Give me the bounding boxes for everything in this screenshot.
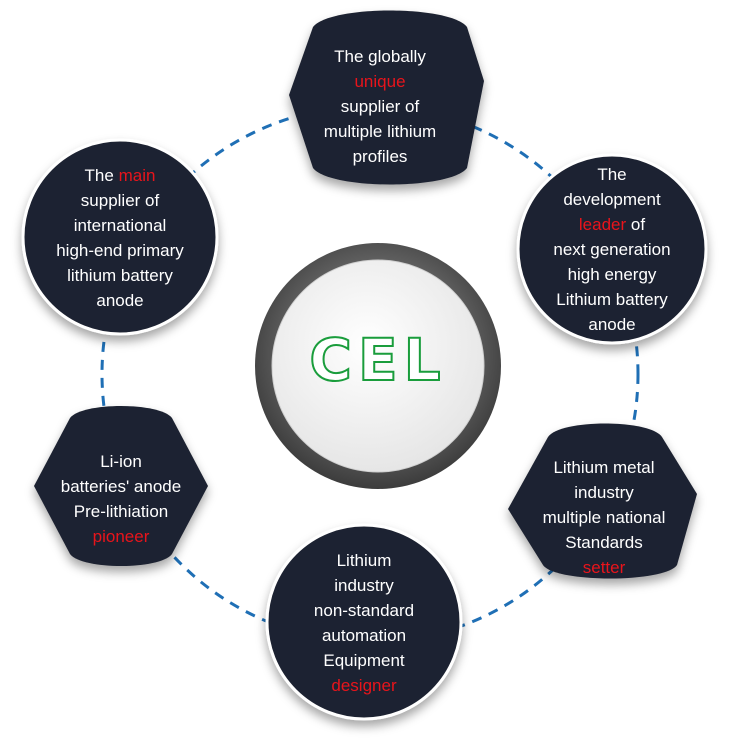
text-segment: Standards	[565, 533, 643, 552]
node-text-line: The globally	[300, 44, 460, 69]
cel-logo: CEL	[308, 325, 447, 395]
text-segment: Lithium battery	[556, 290, 668, 309]
node-shape-bottom	[265, 523, 463, 721]
node-shape-upper-left	[21, 138, 219, 336]
node-text-line: Equipment	[284, 648, 444, 673]
node-text-line: non-standard	[284, 598, 444, 623]
text-segment: anode	[96, 291, 144, 310]
text-segment: next generation	[553, 240, 671, 259]
node-text-line: lithium battery	[35, 263, 205, 288]
highlight-word: main	[118, 166, 156, 185]
node-text-line: profiles	[300, 144, 460, 169]
node-text-line: development	[528, 187, 696, 212]
text-segment: multiple national	[542, 508, 666, 527]
node-top-text: The globally unique supplier of multiple li…	[300, 44, 460, 169]
node-text-line: industry	[516, 480, 692, 505]
node-text-line: industry	[284, 573, 444, 598]
center-hub-face	[271, 259, 485, 473]
node-text-line: anode	[528, 312, 696, 337]
highlight-word: leader	[578, 215, 627, 234]
text-segment: Pre-lithiation	[73, 502, 169, 521]
text-segment: industry	[574, 483, 634, 502]
node-text-line: The main	[35, 163, 205, 188]
node-text-line: next generation	[528, 237, 696, 262]
node-text-line: batteries' anode	[36, 474, 206, 499]
text-segment: Li-ion	[100, 452, 142, 471]
text-segment: Lithium metal	[553, 458, 655, 477]
text-segment: Lithium	[336, 551, 392, 570]
node-text-line: automation	[284, 623, 444, 648]
text-segment: The globally	[334, 47, 426, 66]
highlight-word: designer	[331, 676, 397, 695]
node-text-line: setter	[516, 555, 692, 580]
node-text-line: high-end primary	[35, 238, 205, 263]
text-segment: high energy	[567, 265, 657, 284]
node-text-line: Li-ion	[36, 449, 206, 474]
text-segment: multiple lithium	[323, 122, 437, 141]
highlight-word: pioneer	[92, 527, 150, 546]
node-text-line: designer	[284, 673, 444, 698]
text-segment: development	[563, 190, 661, 209]
node-shape-top	[289, 10, 484, 185]
node-text-line: supplier of	[300, 94, 460, 119]
node-text-line: Lithium metal	[516, 455, 692, 480]
node-upper-right-text: The development leader of next generation hi…	[528, 162, 696, 337]
text-segment: of	[626, 215, 646, 234]
node-shape-lower-left	[34, 406, 208, 566]
node-text-line: leader of	[528, 212, 696, 237]
text-segment: supplier of	[340, 97, 420, 116]
text-segment: The	[597, 165, 627, 184]
node-text-line: high energy	[528, 262, 696, 287]
text-segment: high-end primary	[56, 241, 184, 260]
node-text-line: pioneer	[36, 524, 206, 549]
node-text-line: unique	[300, 69, 460, 94]
text-segment: profiles	[352, 147, 408, 166]
node-text-line: multiple lithium	[300, 119, 460, 144]
node-shape-lower-right	[508, 423, 697, 579]
node-text-line: supplier of	[35, 188, 205, 213]
text-segment: batteries' anode	[60, 477, 182, 496]
node-text-line: anode	[35, 288, 205, 313]
text-segment: The	[84, 166, 119, 185]
highlight-word: unique	[354, 72, 406, 91]
node-shape-upper-right	[516, 153, 708, 345]
node-text-line: multiple national	[516, 505, 692, 530]
node-text-line: Lithium battery	[528, 287, 696, 312]
node-text-line: Standards	[516, 530, 692, 555]
text-segment: anode	[588, 315, 636, 334]
node-text-line: The	[528, 162, 696, 187]
node-text-line: international	[35, 213, 205, 238]
center-hub	[255, 243, 501, 489]
highlight-word: setter	[582, 558, 626, 577]
text-segment: international	[73, 216, 167, 235]
text-segment: supplier of	[80, 191, 160, 210]
text-segment: lithium battery	[67, 266, 173, 285]
node-text-line: Lithium	[284, 548, 444, 573]
text-segment: automation	[321, 626, 407, 645]
text-segment: non-standard	[313, 601, 415, 620]
node-upper-left-text: The main supplier of international high-end…	[35, 163, 205, 313]
node-text-line: Pre-lithiation	[36, 499, 206, 524]
text-segment: Equipment	[323, 651, 405, 670]
text-segment: industry	[334, 576, 394, 595]
